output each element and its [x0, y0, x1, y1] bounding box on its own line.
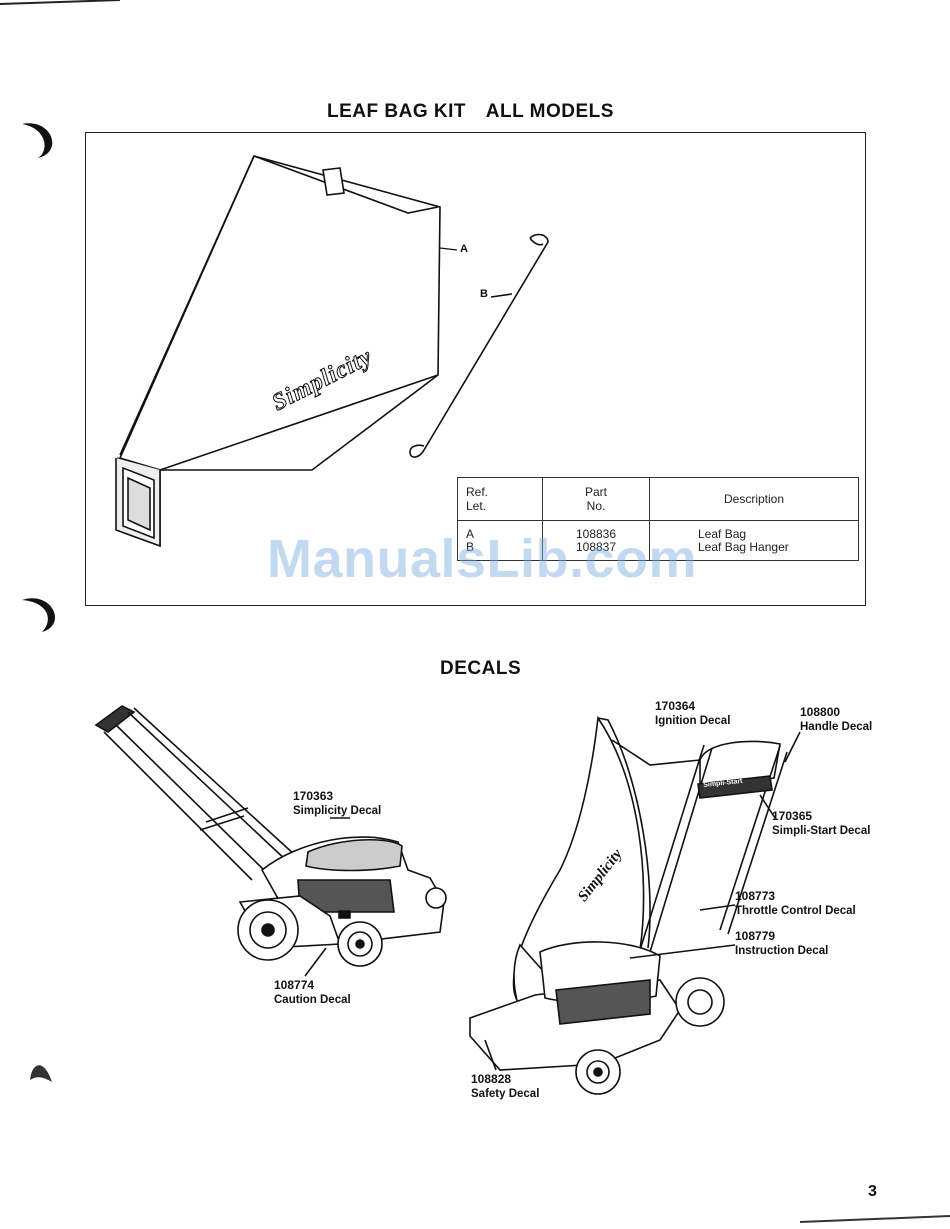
part-number: 108774: [274, 978, 315, 992]
binder-hole-top: [22, 123, 53, 158]
header-ref-line1: Ref.: [466, 485, 489, 499]
callout-108773: 108773 Throttle Control Decal: [735, 889, 856, 919]
header-ref-line2: Let.: [466, 499, 487, 513]
decal-label: Throttle Control Decal: [735, 905, 856, 917]
ref-b: B: [466, 540, 475, 554]
part-number: 170363: [293, 789, 334, 803]
description-a: Leaf Bag: [698, 527, 747, 541]
kit-title-subtitle: ALL MODELS: [485, 101, 614, 122]
parts-table-header: Ref. Let. Part No. Description: [457, 477, 859, 521]
header-part-line2: No.: [586, 499, 606, 513]
description-b: Leaf Bag Hanger: [698, 540, 789, 554]
decal-label: Instruction Decal: [735, 945, 829, 957]
callout-170363: 170363 Simplicity Decal: [293, 789, 381, 819]
binder-hole-bottom: [30, 1065, 52, 1082]
ref-a: A: [466, 527, 475, 541]
description-cell: Leaf Bag Leaf Bag Hanger: [649, 520, 859, 561]
kit-title-main: LEAF BAG KIT: [327, 101, 466, 122]
callout-b-label: B: [480, 288, 488, 300]
ref-cell: A B: [457, 520, 543, 561]
callout-a-label: A: [460, 243, 468, 255]
part-number: 170365: [772, 809, 813, 823]
part-number: 108779: [735, 929, 776, 943]
decals-title: DECALS: [440, 658, 522, 679]
header-part-line1: Part: [584, 485, 607, 499]
kit-title: LEAF BAG KIT ALL MODELS: [327, 101, 614, 123]
decal-label: Safety Decal: [471, 1088, 540, 1100]
decal-label: Handle Decal: [800, 721, 873, 733]
decal-label: Simpli-Start Decal: [772, 825, 871, 837]
callout-170365: 170365 Simpli-Start Decal: [772, 809, 870, 839]
part-no-a: 108836: [575, 527, 617, 541]
binder-hole-middle: [22, 598, 56, 632]
callout-108779: 108779 Instruction Decal: [735, 929, 828, 959]
decal-label: Caution Decal: [274, 994, 351, 1006]
part-number: 108828: [471, 1072, 512, 1086]
callout-170364: 170364 Ignition Decal: [655, 699, 730, 729]
part-no-b: 108837: [575, 540, 617, 554]
header-description: Description: [649, 477, 859, 521]
leaf-bag-kit-frame: [85, 132, 866, 606]
decal-label: Simplicity Decal: [293, 805, 382, 817]
part-no-cell: 108836 108837: [542, 520, 650, 561]
callout-108828: 108828 Safety Decal: [471, 1072, 539, 1102]
decal-label: Ignition Decal: [655, 715, 731, 727]
manualslib-watermark: ManualsLib.com: [267, 529, 698, 589]
table-row: A B 108836 108837 Leaf Bag Leaf Bag Hang…: [457, 520, 859, 561]
page-number: 3: [868, 1183, 877, 1200]
part-number: 108800: [800, 705, 841, 719]
part-number: 170364: [655, 699, 696, 713]
part-number: 108773: [735, 889, 776, 903]
parts-table: Ref. Let. Part No. Description A B 10883…: [457, 477, 859, 561]
callout-108800: 108800 Handle Decal: [800, 705, 872, 735]
callout-108774: 108774 Caution Decal: [274, 978, 351, 1008]
